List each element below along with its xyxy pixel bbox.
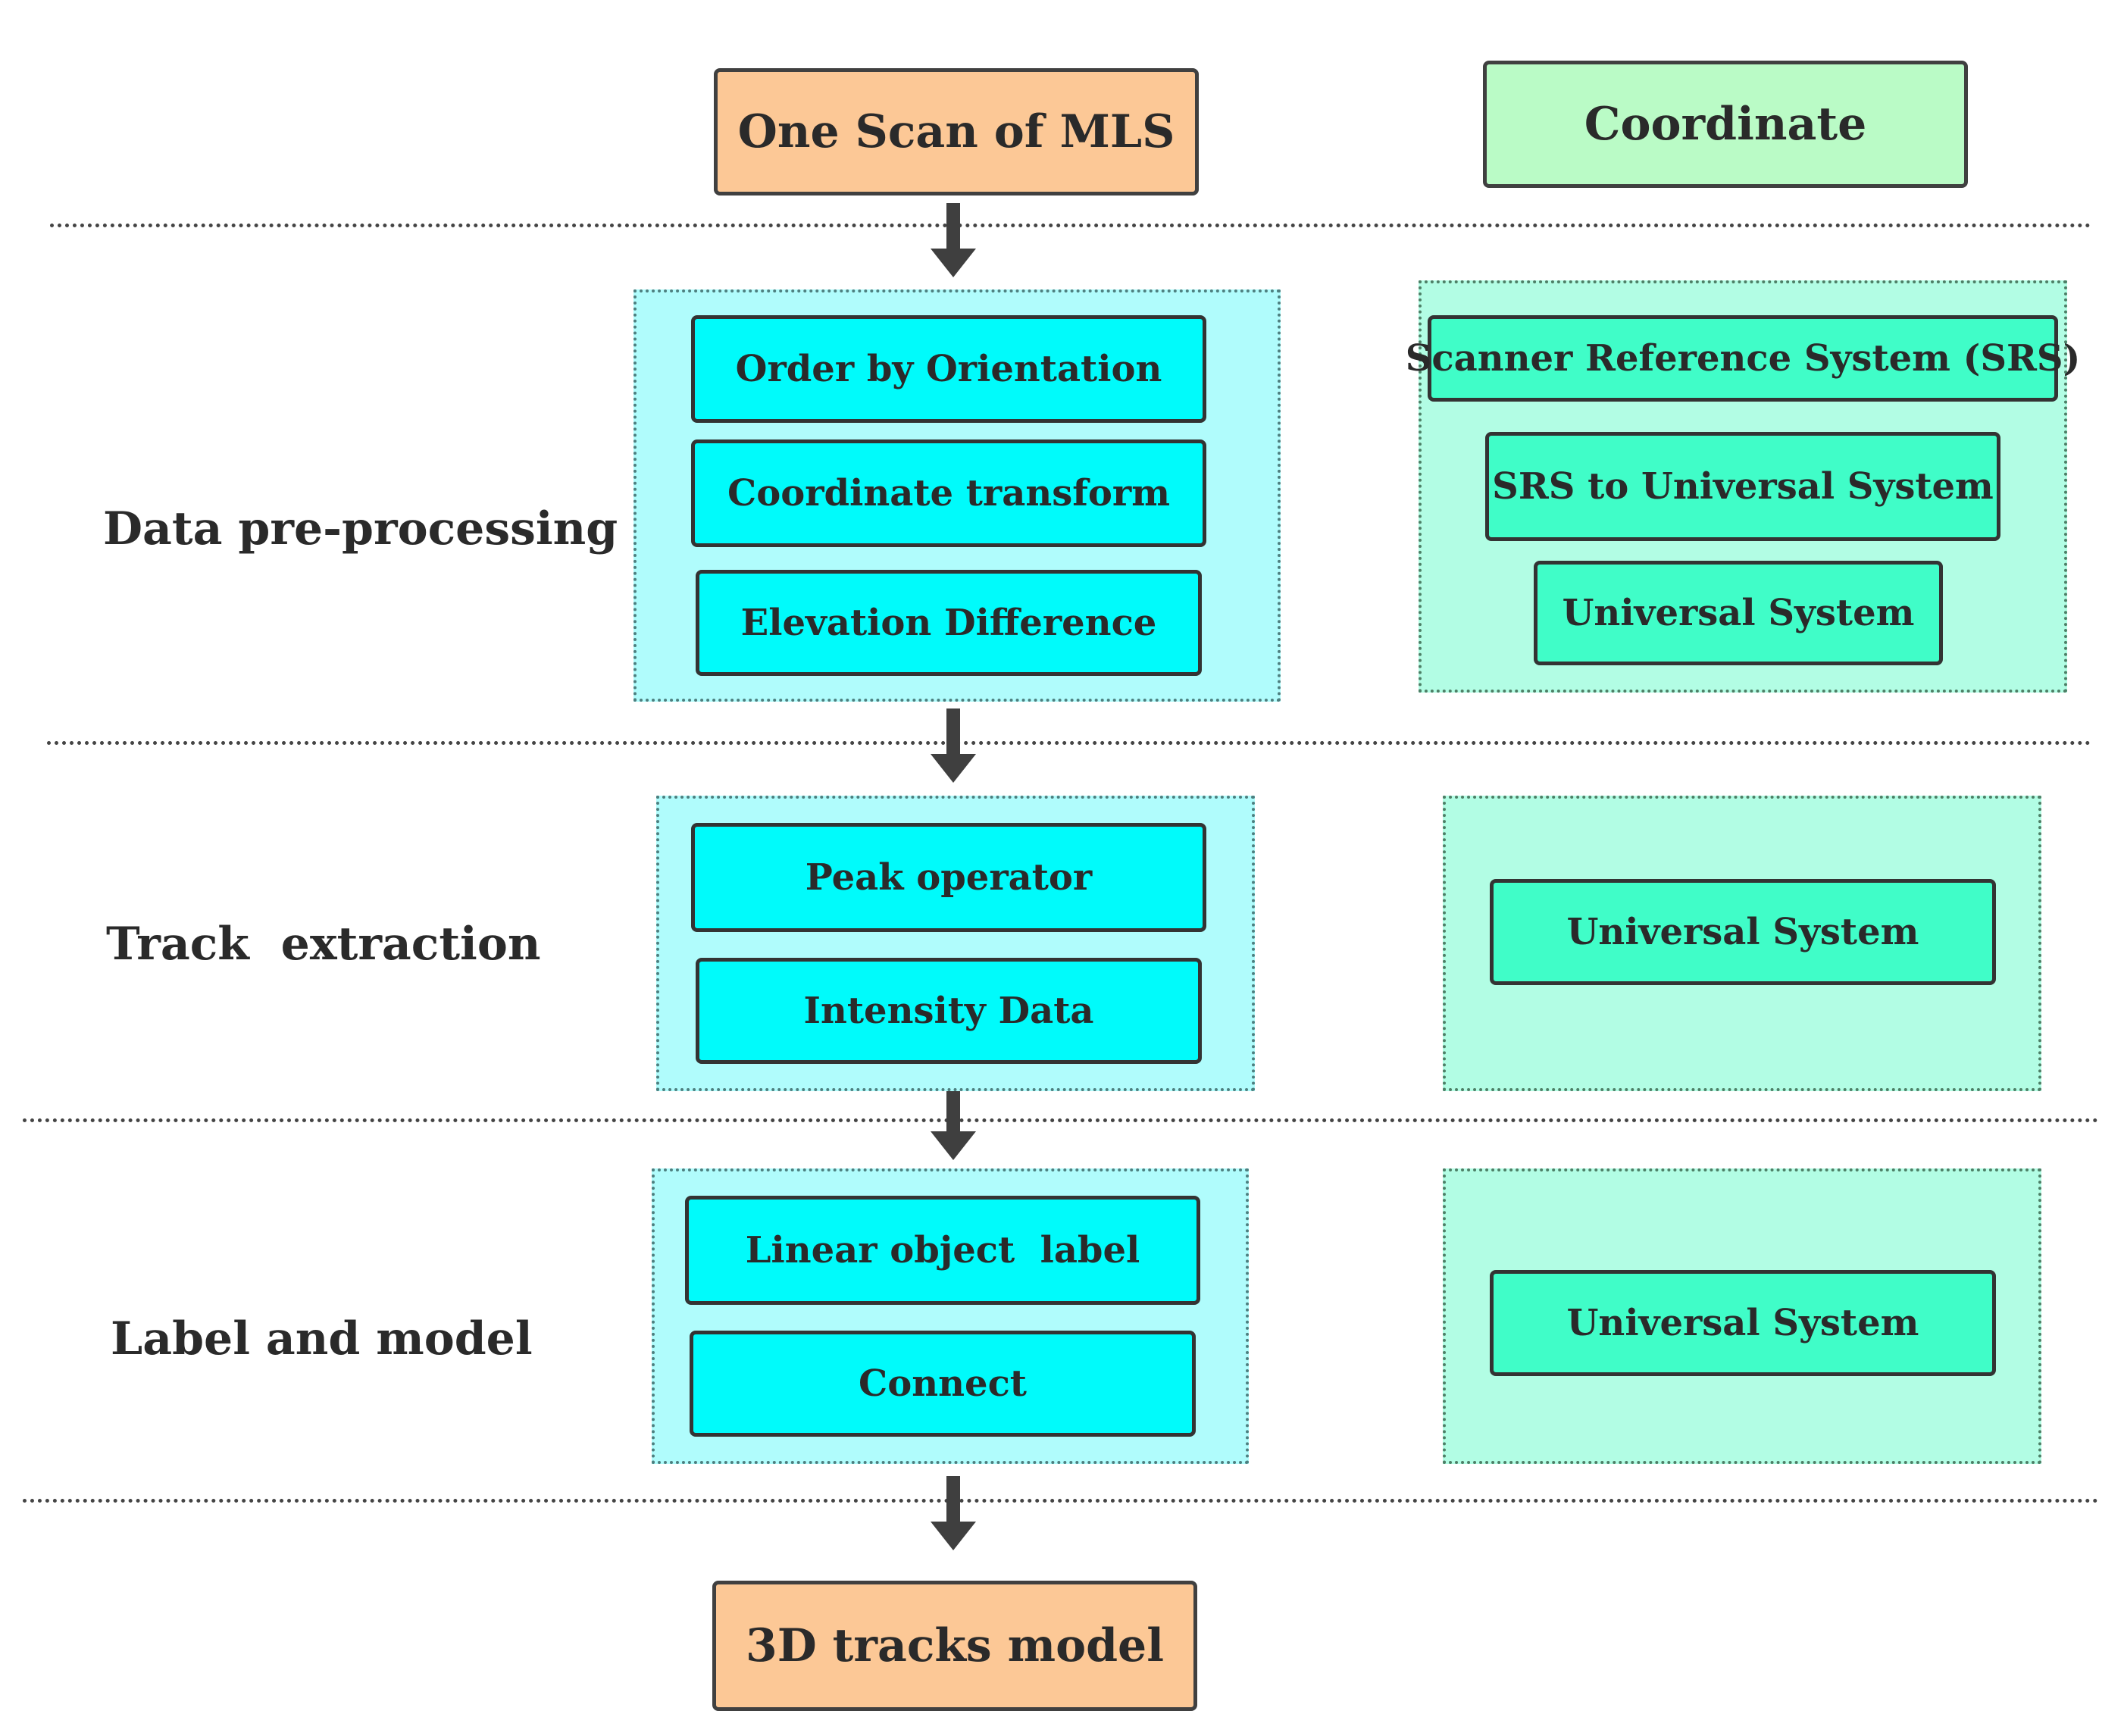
separator-2	[47, 741, 2091, 745]
coordinate-header: Coordinate	[1483, 61, 1968, 188]
step-coordinate-transform: Coordinate transform	[691, 439, 1206, 547]
coordinate-header-label: Coordinate	[1584, 98, 1867, 151]
stage-label-label-and-model: Label and model	[111, 1312, 533, 1365]
coord-universal-system-3: Universal System	[1490, 1270, 1996, 1376]
step-order-by-orientation: Order by Orientation	[691, 315, 1206, 423]
coord-srs-to-universal: SRS to Universal System	[1485, 432, 2000, 541]
coord-universal-system-1: Universal System	[1534, 561, 1943, 665]
stage-label-preprocessing: Data pre-processing	[103, 502, 618, 555]
step-peak-operator: Peak operator	[691, 823, 1206, 932]
separator-4	[23, 1499, 2099, 1503]
end-node-label: 3D tracks model	[745, 1619, 1165, 1672]
step-intensity-data: Intensity Data	[696, 958, 1202, 1064]
start-node-label: One Scan of MLS	[737, 105, 1175, 158]
flow-arrow-4	[929, 1476, 978, 1552]
separator-3	[23, 1118, 2099, 1122]
coord-universal-system-2: Universal System	[1490, 879, 1996, 985]
start-node: One Scan of MLS	[714, 68, 1199, 195]
separator-1	[50, 224, 2091, 227]
step-linear-object-label: Linear object label	[685, 1196, 1200, 1305]
flow-arrow-1	[929, 203, 978, 279]
flow-arrow-3	[929, 1086, 978, 1162]
stage-label-track-extraction: Track extraction	[106, 918, 541, 971]
end-node: 3D tracks model	[712, 1581, 1197, 1711]
step-connect: Connect	[690, 1331, 1196, 1437]
step-elevation-difference: Elevation Difference	[696, 570, 1202, 676]
coord-scanner-reference-system: Scanner Reference System (SRS)	[1406, 315, 2080, 402]
flow-arrow-2	[929, 708, 978, 784]
